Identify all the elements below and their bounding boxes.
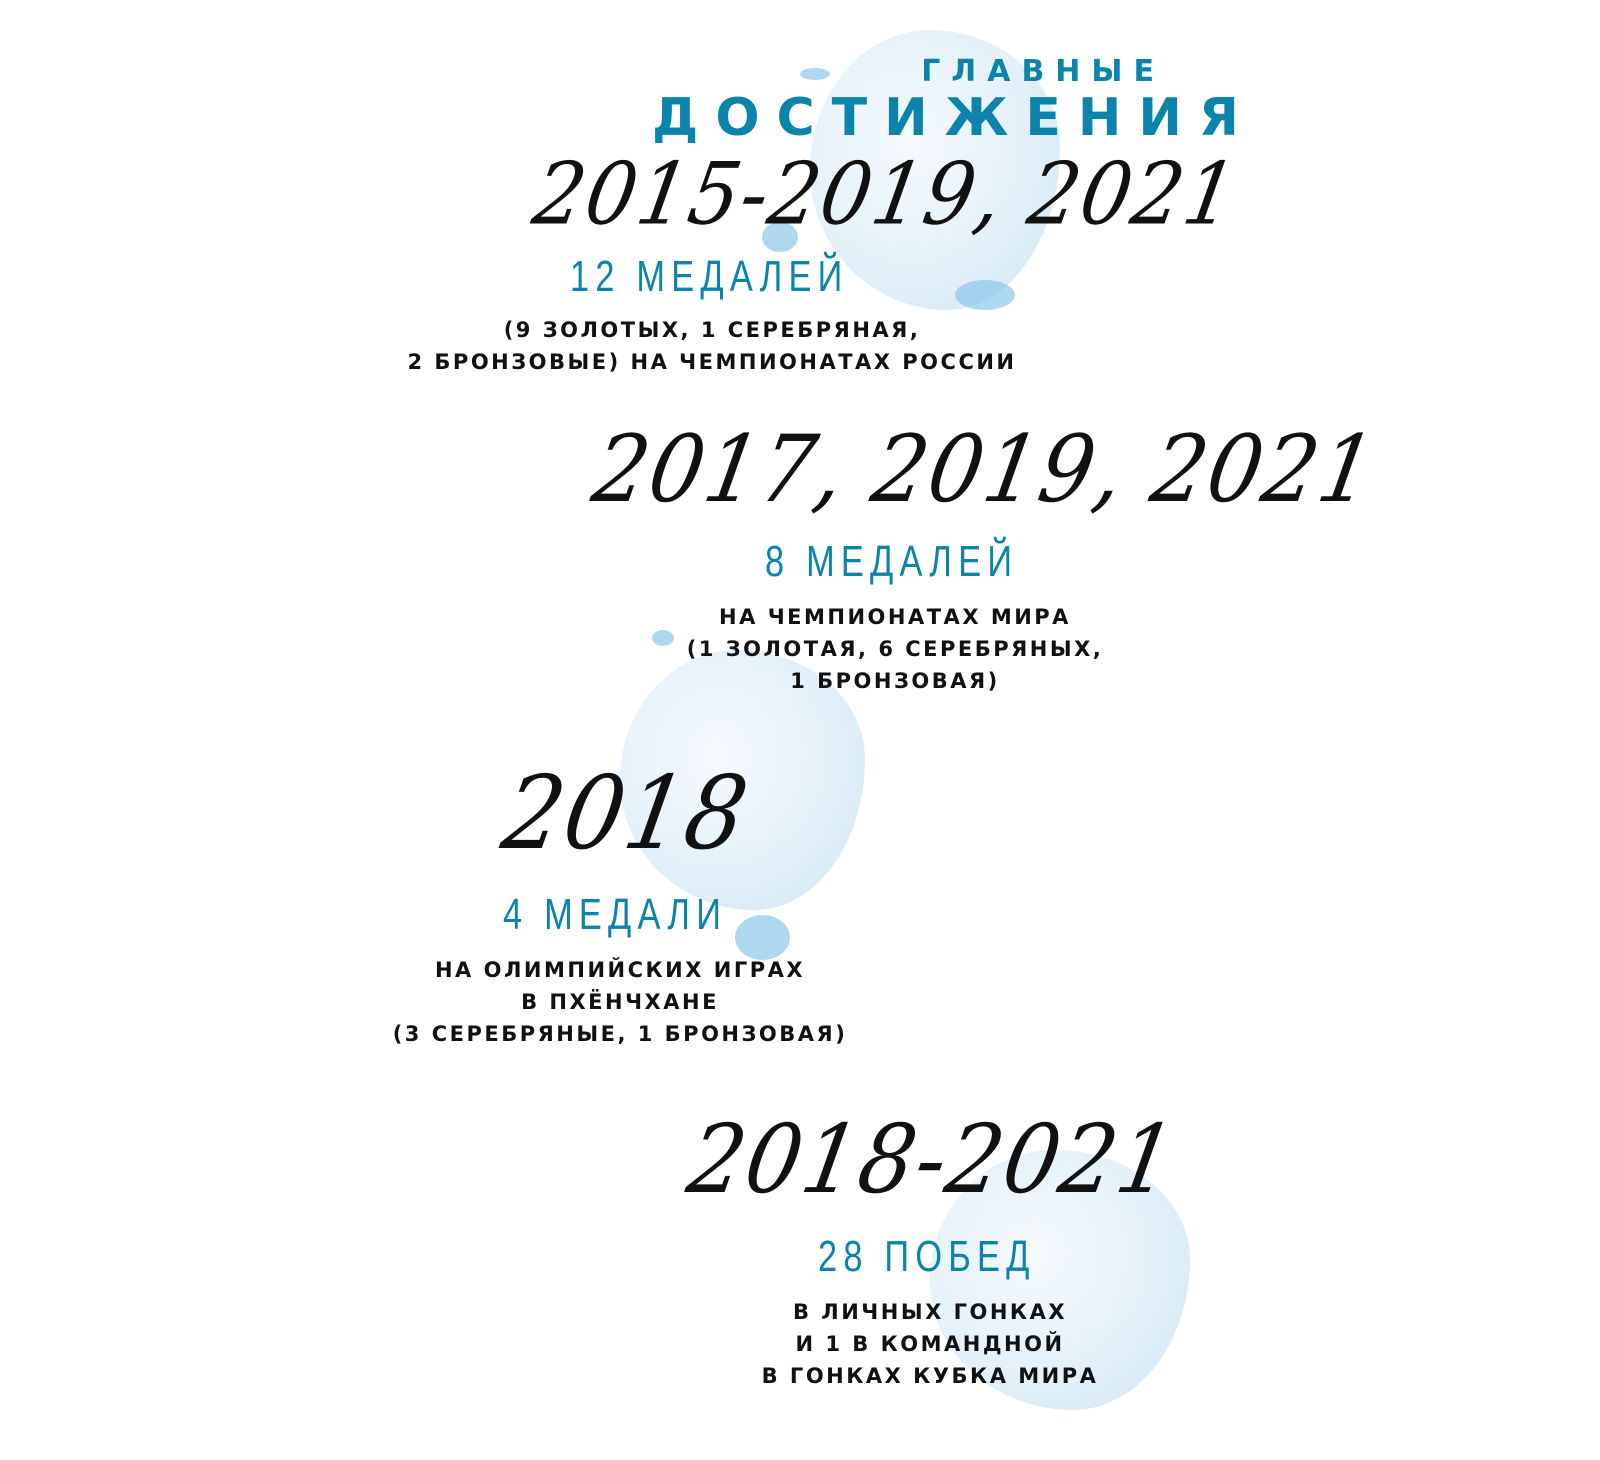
achievement-count: 28 ПОБЕД	[818, 1232, 1036, 1281]
achievement-years: 2017, 2019, 2021	[585, 415, 1385, 523]
description-line: НА ОЛИМПИЙСКИХ ИГРАХ	[434, 958, 806, 982]
description-line: В ГОНКАХ КУБКА МИРА	[761, 1364, 1099, 1388]
achievement-count: 12 МЕДАЛЕЙ	[570, 252, 849, 301]
achievement-years: 2018	[494, 754, 758, 873]
description-line: (3 СЕРЕБРЯНЫЕ, 1 БРОНЗОВАЯ)	[392, 1022, 848, 1046]
achievement-years: 2015-2019, 2021	[526, 145, 1246, 245]
watercolor-drop	[652, 630, 674, 646]
achievement-years: 2018-2021	[680, 1105, 1185, 1215]
description-line: НА ЧЕМПИОНАТАХ МИРА	[719, 605, 1071, 629]
achievement-description: (9 ЗОЛОТЫХ, 1 СЕРЕБРЯНАЯ, 2 БРОНЗОВЫЕ) Н…	[407, 314, 1016, 378]
description-line: 1 БРОНЗОВАЯ)	[790, 669, 1000, 693]
watercolor-drop	[800, 68, 830, 80]
description-line: 2 БРОНЗОВЫЕ) НА ЧЕМПИОНАТАХ РОССИИ	[407, 350, 1017, 374]
watercolor-drop	[955, 280, 1015, 310]
achievement-description: НА ЧЕМПИОНАТАХ МИРА (1 ЗОЛОТАЯ, 6 СЕРЕБР…	[687, 601, 1104, 697]
description-line: (1 ЗОЛОТАЯ, 6 СЕРЕБРЯНЫХ,	[686, 637, 1104, 661]
watercolor-splash	[810, 30, 1060, 310]
achievement-count: 8 МЕДАЛЕЙ	[765, 537, 1019, 586]
watercolor-drop	[762, 222, 798, 252]
achievement-description: В ЛИЧНЫХ ГОНКАХ И 1 В КОМАНДНОЙ В ГОНКАХ…	[762, 1296, 1099, 1392]
title-line-1: ГЛАВНЫЕ	[921, 54, 1165, 89]
achievement-description: НА ОЛИМПИЙСКИХ ИГРАХ В ПХЁНЧХАНЕ (3 СЕРЕ…	[393, 954, 848, 1050]
description-line: И 1 В КОМАНДНОЙ	[795, 1332, 1065, 1356]
watercolor-drop	[735, 915, 790, 960]
title-line-2: ДОСТИЖЕНИЯ	[652, 88, 1256, 148]
watercolor-splash	[930, 1150, 1190, 1410]
description-line: В ПХЁНЧХАНЕ	[521, 990, 719, 1014]
watercolor-splash	[620, 650, 865, 910]
achievement-count: 4 МЕДАЛИ	[503, 890, 728, 939]
description-line: В ЛИЧНЫХ ГОНКАХ	[792, 1300, 1068, 1324]
description-line: (9 ЗОЛОТЫХ, 1 СЕРЕБРЯНАЯ,	[503, 318, 921, 342]
